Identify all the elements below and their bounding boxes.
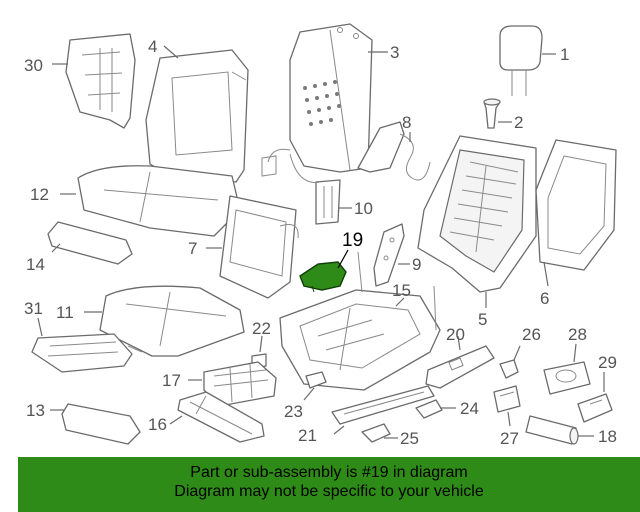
part-17-cushion-support [188,361,277,407]
part-21-seat-rail [331,385,435,435]
part-18-motor [525,415,594,445]
callout-18: 18 [598,427,617,446]
part-10-lumbar-module [289,153,352,225]
callout-28: 28 [568,325,587,344]
callout-30: 30 [24,56,43,75]
part-30-back-panel [52,33,136,129]
part-2-headrest-guide [483,98,512,129]
callout-11: 11 [56,303,74,322]
callout-7: 7 [188,239,197,258]
callout-26: 26 [522,325,541,344]
callout-15: 15 [392,281,411,300]
part-28-control-module [543,343,591,395]
part-20-side-trim [425,335,495,389]
part-11-cushion-foam [84,285,245,357]
part-19-highlighted-actuator [299,249,349,293]
callout-10: 10 [354,199,373,218]
callout-19: 19 [342,230,363,251]
callout-9: 9 [412,255,421,274]
part-15-seat-frame [279,251,441,391]
callout-25: 25 [400,429,419,448]
callout-6: 6 [540,289,549,308]
part-5-backrest-frame [417,135,537,308]
part-9-side-bracket [373,223,410,287]
callout-1: 1 [560,45,569,64]
callout-4: 4 [148,37,157,56]
part-25-end-cap [361,423,398,443]
banner-line-disclaimer: Diagram may not be specific to your vehi… [174,483,484,500]
part-14-cushion-pad [47,221,133,265]
foam-vent-holes [303,80,341,126]
callout-12: 12 [30,185,49,204]
callout-31: 31 [24,299,43,318]
part-4-backrest-cover [145,45,249,183]
part-23-trim-cap [303,371,327,401]
callout-20: 20 [446,325,465,344]
part-8-side-trim [261,121,431,181]
callout-21: 21 [298,426,317,445]
callout-16: 16 [148,415,167,434]
part-26-switch-knob [499,345,521,379]
part-7-backrest-panel [206,195,299,299]
part-31-heating-mat [31,317,143,373]
banner-line-part-number: Part or sub-assembly is #19 in diagram [190,464,468,481]
callout-23: 23 [284,402,303,421]
highlight-info-banner: Part or sub-assembly is #19 in diagram D… [18,457,640,512]
callout-3: 3 [390,43,399,62]
callout-27: 27 [500,429,519,448]
part-24-cover [415,399,456,419]
part-3-backrest-foam [289,23,388,173]
part-6-backrest-rear-panel [535,139,617,287]
part-12-cushion-cover [60,165,241,237]
callout-5: 5 [478,310,487,329]
part-1-headrest [499,25,556,96]
callout-29: 29 [598,353,617,372]
callout-2: 2 [514,113,523,132]
callout-13: 13 [26,401,45,420]
callout-24: 24 [460,399,479,418]
callout-22: 22 [252,319,271,338]
part-13-front-pad [50,403,141,445]
callout-8: 8 [402,113,411,132]
part-27-switch [493,385,521,427]
part-29-control-switch [577,372,613,423]
part-16-seat-pan [169,391,265,443]
callout-17: 17 [162,371,181,390]
callout-14: 14 [26,255,45,274]
